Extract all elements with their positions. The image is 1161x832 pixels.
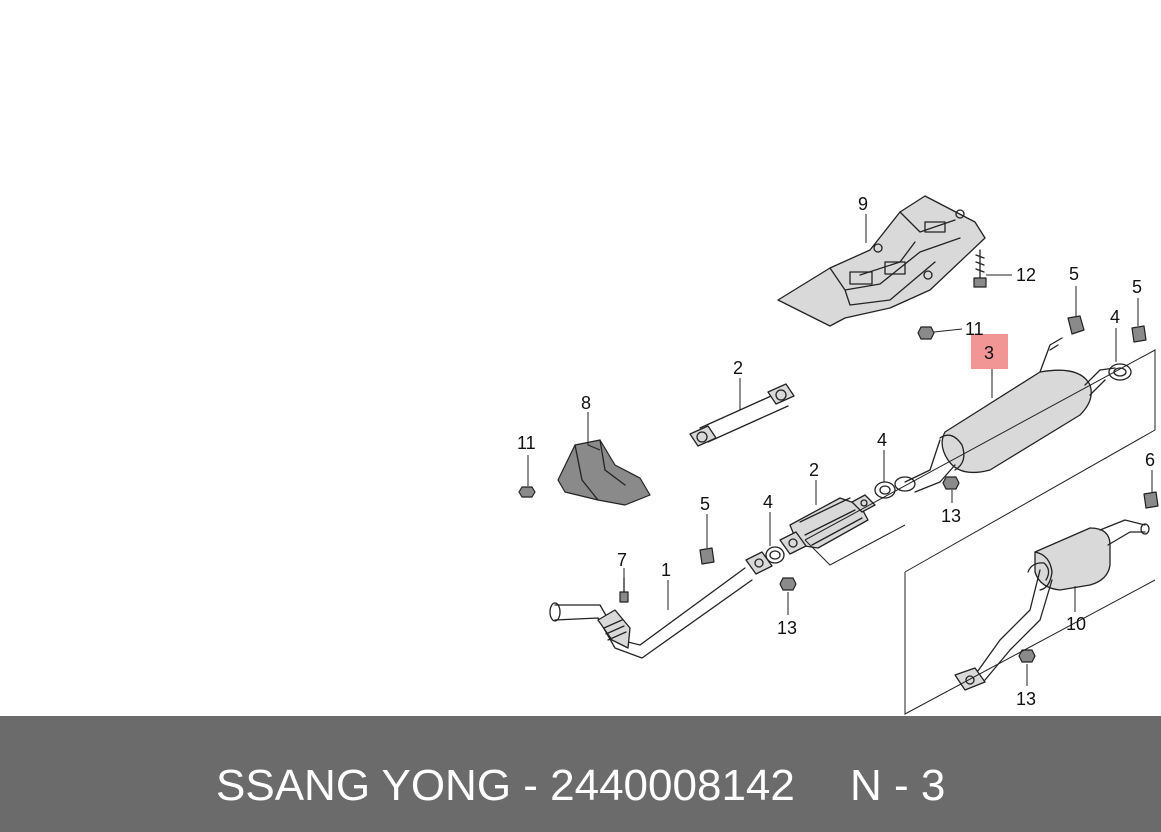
group-frame-upper (804, 349, 1156, 573)
callout-12: 12 (1016, 265, 1036, 285)
callout-2: 2 (809, 460, 819, 480)
leader-lines (527, 214, 1153, 686)
rubber-hanger-part (1143, 491, 1159, 509)
callout-2: 2 (733, 358, 743, 378)
footer-bar: SSANG YONG - 2440008142 N - 3 (0, 716, 1161, 832)
exhaust-system-diagram: 9 12 11 5 5 4 3 2 8 11 4 2 13 6 5 4 7 1 … (517, 194, 1159, 715)
callout-13: 13 (1016, 689, 1036, 709)
bolt-part (973, 249, 987, 288)
callout-4: 4 (1110, 307, 1120, 327)
nut-part (518, 486, 536, 498)
group-frame-lower (904, 572, 1156, 715)
callout-7: 7 (617, 550, 627, 570)
gasket-part (874, 481, 896, 499)
callout-5: 5 (1132, 277, 1142, 297)
main-muffler-part (894, 337, 1116, 493)
rubber-hanger-part (699, 547, 715, 565)
straight-pipe-part (689, 383, 795, 447)
gasket-part (1108, 363, 1132, 381)
rubber-hanger-part (1067, 315, 1085, 335)
callout-13: 13 (941, 506, 961, 526)
callout-6: 6 (1145, 450, 1155, 470)
nut-part (917, 326, 935, 340)
callout-1: 1 (661, 560, 671, 580)
nut-part (779, 577, 797, 591)
highlight-box (971, 334, 1008, 369)
callout-3: 3 (984, 343, 994, 363)
nut-part (942, 476, 960, 490)
gasket-part (765, 546, 785, 564)
rear-muffler-part (954, 519, 1150, 691)
callout-5: 5 (700, 494, 710, 514)
callout-4: 4 (763, 492, 773, 512)
callout-9: 9 (858, 194, 868, 214)
callout-11: 11 (965, 319, 984, 339)
heat-shield-part (777, 195, 986, 327)
callout-4: 4 (877, 430, 887, 450)
catalytic-converter-part (779, 494, 876, 555)
nut-part (1018, 649, 1036, 663)
group-frame-link (804, 524, 906, 566)
callout-8: 8 (581, 393, 591, 413)
callout-5: 5 (1069, 264, 1079, 284)
diagram-position-code: N - 3 (850, 761, 946, 810)
rubber-hanger-part (1131, 325, 1147, 343)
small-heat-shield-part (557, 439, 651, 506)
callout-10: 10 (1066, 614, 1086, 634)
sensor-bolt-part (619, 577, 629, 603)
callout-13: 13 (777, 618, 797, 638)
front-pipe-part (549, 551, 773, 659)
brand-part-number: SSANG YONG - 2440008142 (216, 761, 795, 810)
callout-11: 11 (517, 433, 536, 453)
